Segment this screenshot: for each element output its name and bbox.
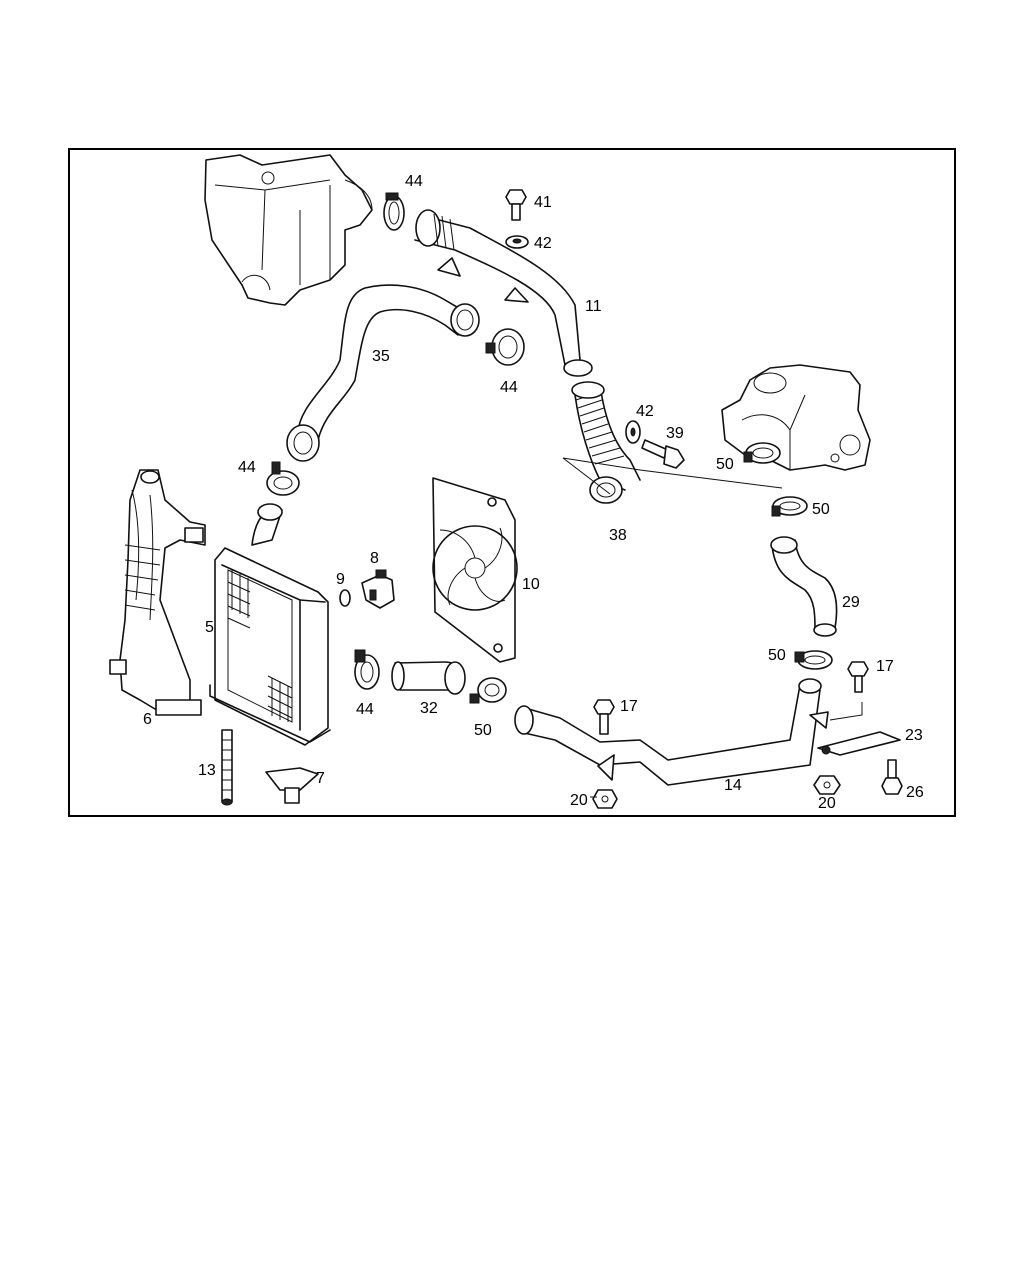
bolt-39 bbox=[641, 439, 685, 469]
bolt-17-center bbox=[593, 699, 615, 735]
callout-44: 44 bbox=[500, 379, 518, 396]
washer-42-right bbox=[625, 420, 641, 444]
callout-17: 17 bbox=[876, 658, 894, 675]
callout-44: 44 bbox=[238, 459, 256, 476]
callout-6: 6 bbox=[143, 711, 152, 728]
nut-20-center bbox=[592, 789, 618, 809]
callout-20: 20 bbox=[818, 795, 836, 812]
coolant-pipe-14 bbox=[514, 678, 829, 786]
callout-9: 9 bbox=[336, 571, 345, 588]
hose-38 bbox=[571, 381, 641, 504]
hose-clamp-44-lower bbox=[354, 649, 380, 690]
coolant-pipe-11 bbox=[414, 209, 593, 377]
callout-20: 20 bbox=[570, 792, 588, 809]
callout-42: 42 bbox=[636, 403, 654, 420]
bracket-6 bbox=[109, 469, 206, 716]
bolt-41 bbox=[505, 189, 527, 221]
callout-35: 35 bbox=[372, 348, 390, 365]
callout-50: 50 bbox=[474, 722, 492, 739]
radiator-5 bbox=[209, 503, 331, 746]
washer-42-top bbox=[505, 235, 529, 249]
retaining-rod-13 bbox=[221, 729, 233, 806]
hose-clamp-50-pipe bbox=[794, 650, 833, 670]
callout-8: 8 bbox=[370, 550, 379, 567]
hose-clamp-44-left bbox=[266, 461, 300, 496]
callout-50: 50 bbox=[716, 456, 734, 473]
callout-7: 7 bbox=[316, 770, 325, 787]
callout-23: 23 bbox=[905, 727, 923, 744]
callout-42: 42 bbox=[534, 235, 552, 252]
callout-39: 39 bbox=[666, 425, 684, 442]
leader-lines-center bbox=[562, 457, 783, 495]
hose-32 bbox=[391, 661, 466, 695]
hose-clamp-50-right bbox=[771, 496, 808, 517]
callout-29: 29 bbox=[842, 594, 860, 611]
callout-14: 14 bbox=[724, 777, 742, 794]
hose-29 bbox=[770, 536, 838, 637]
callout-17: 17 bbox=[620, 698, 638, 715]
callout-32: 32 bbox=[420, 700, 438, 717]
callout-44: 44 bbox=[405, 173, 423, 190]
callout-38: 38 bbox=[609, 527, 627, 544]
callout-50: 50 bbox=[768, 647, 786, 664]
nut-20-right bbox=[813, 775, 841, 795]
callout-50: 50 bbox=[812, 501, 830, 518]
hose-clamp-44-top bbox=[383, 192, 405, 231]
sensor-8 bbox=[361, 569, 395, 609]
callout-41: 41 bbox=[534, 194, 552, 211]
bolt-26 bbox=[881, 759, 903, 795]
diagram-frame bbox=[68, 148, 956, 817]
hose-35 bbox=[286, 284, 480, 462]
hose-clamp-50-lower bbox=[469, 677, 507, 704]
callout-10: 10 bbox=[522, 576, 540, 593]
callout-11: 11 bbox=[585, 298, 602, 315]
fan-shroud-10 bbox=[432, 477, 518, 663]
engine-block bbox=[204, 154, 373, 306]
callout-13: 13 bbox=[198, 762, 216, 779]
seal-ring-9 bbox=[339, 589, 351, 607]
bracket-7 bbox=[265, 767, 319, 804]
hose-clamp-50-thermostat bbox=[743, 442, 781, 464]
hose-clamp-44-middle bbox=[485, 328, 525, 366]
bracket-23 bbox=[817, 702, 901, 756]
callout-labels: 44 41 42 11 35 44 42 39 50 44 50 38 8 9 … bbox=[143, 173, 924, 812]
bolt-17-right bbox=[847, 661, 869, 693]
callout-5: 5 bbox=[205, 619, 214, 636]
callout-44: 44 bbox=[356, 701, 374, 718]
callout-26: 26 bbox=[906, 784, 924, 801]
thermostat-housing bbox=[721, 364, 871, 471]
